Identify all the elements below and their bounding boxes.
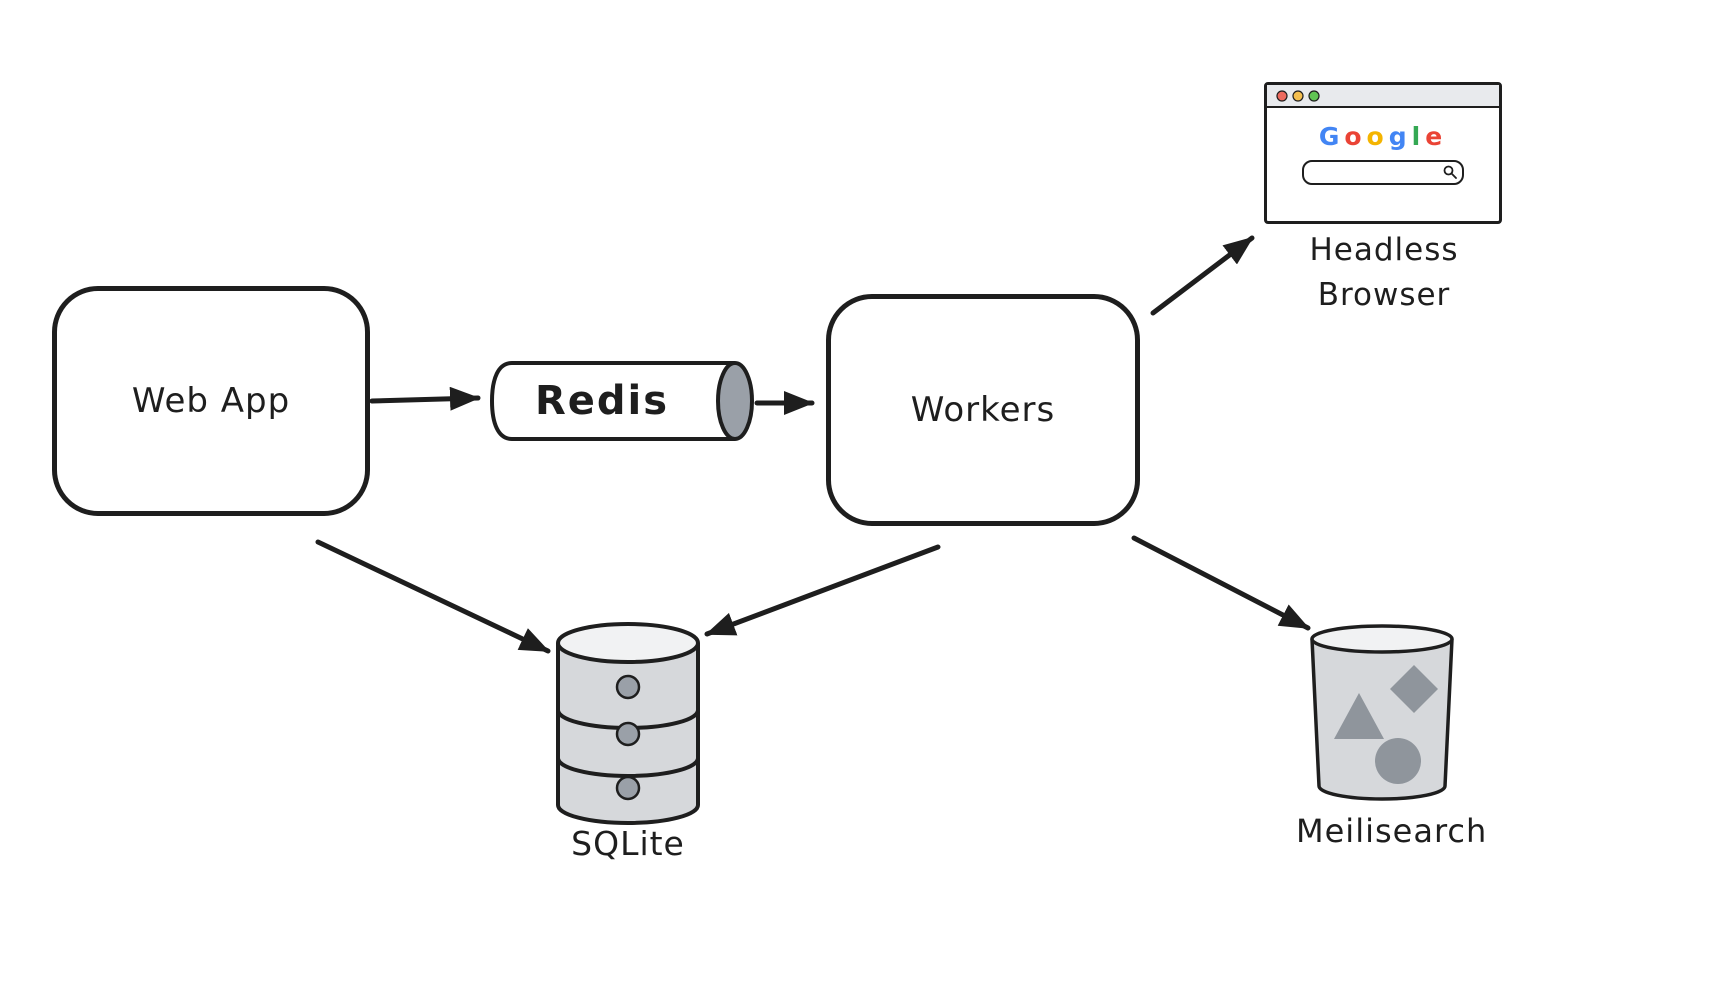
node-workers: Workers xyxy=(826,294,1140,526)
node-meilisearch xyxy=(1310,624,1454,801)
traffic-light-yellow xyxy=(1292,89,1304,102)
meilisearch-diamond-shape xyxy=(1390,665,1438,713)
google-logo: Google xyxy=(1318,122,1448,151)
redis-cylinder-end xyxy=(716,361,754,441)
traffic-light-green xyxy=(1308,89,1320,102)
meilisearch-top xyxy=(1310,624,1454,654)
traffic-lights xyxy=(1276,89,1320,102)
meilisearch-triangle-shape xyxy=(1334,693,1384,739)
sqlite-top xyxy=(556,622,700,664)
sqlite-dot-1 xyxy=(615,674,641,700)
node-sqlite xyxy=(556,622,700,825)
redis-cylinder-body xyxy=(489,361,735,441)
browser-search-box xyxy=(1302,160,1464,185)
redis-label: Redis xyxy=(534,378,670,424)
meilisearch-label: Meilisearch xyxy=(1296,812,1488,850)
arrow-workers-to-meilisearch xyxy=(1131,535,1311,631)
web-app-label: Web App xyxy=(131,381,291,421)
arrow-webapp-to-redis xyxy=(369,386,481,411)
redis-cylinder xyxy=(489,361,754,441)
arrow-workers-to-sqlite xyxy=(704,544,941,637)
sqlite-dot-2 xyxy=(615,721,641,747)
node-web-app: Web App xyxy=(52,286,370,516)
browser-body: Google xyxy=(1267,108,1499,185)
node-headless-browser: Google xyxy=(1264,82,1502,224)
meilisearch-circle-shape xyxy=(1375,738,1421,784)
sqlite-label: SQLite xyxy=(571,824,685,863)
traffic-light-red xyxy=(1276,89,1288,102)
search-icon xyxy=(1443,165,1457,179)
arrow-webapp-to-sqlite xyxy=(315,539,551,654)
browser-titlebar xyxy=(1267,85,1499,108)
sqlite-dot-3 xyxy=(615,775,641,801)
headless-browser-label: Headless Browser xyxy=(1309,232,1459,313)
arrow-workers-to-headless xyxy=(1150,235,1255,316)
node-redis: Redis xyxy=(488,357,760,445)
workers-label: Workers xyxy=(910,390,1056,430)
